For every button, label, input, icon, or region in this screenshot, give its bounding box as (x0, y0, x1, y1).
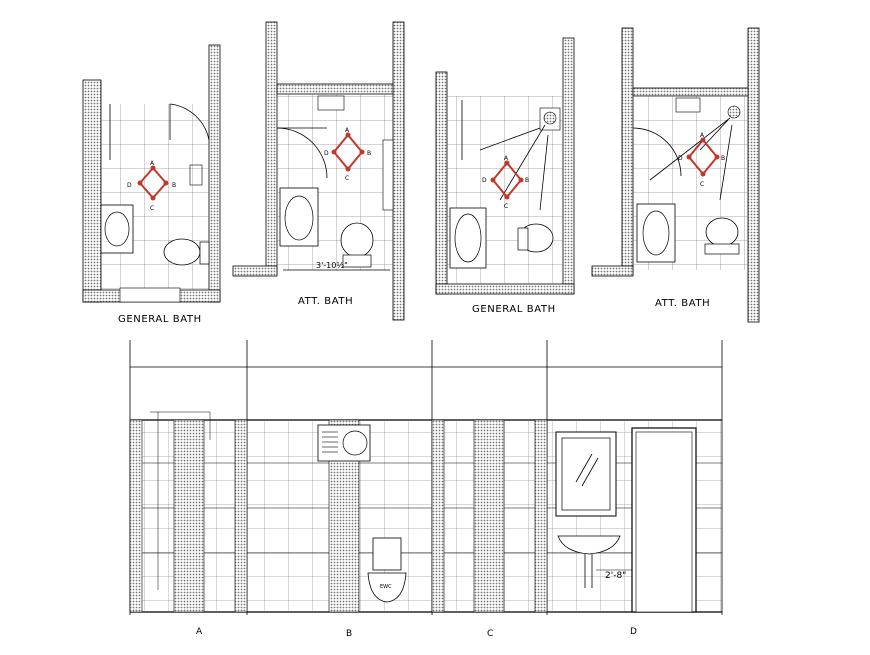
plan2-point-b: B (367, 150, 371, 157)
plan2-dimension: 3'-10½" (316, 261, 348, 270)
elevation-label-d: D (630, 627, 637, 637)
plan4-point-d: D (678, 155, 683, 162)
elevation-d-dimension: 2'-8" (605, 571, 626, 581)
plan-general-bath-2: A B C D GENERAL BATH (435, 37, 575, 315)
plan3-point-b: B (525, 177, 529, 184)
plan1-label: GENERAL BATH (118, 314, 202, 325)
elevation-label-b: B (346, 629, 352, 639)
plan1-point-c: C (150, 205, 154, 212)
plan4-label: ATT. BATH (655, 298, 710, 309)
plan2-label: ATT. BATH (298, 296, 353, 307)
plan3-label: GENERAL BATH (472, 304, 556, 315)
plan4-point-c: C (700, 181, 704, 188)
elevation-label-a: A (196, 627, 203, 637)
plan-att-bath-1: A B C D 3'-10½" ATT. BATH (232, 21, 405, 321)
plan4-point-a: A (700, 132, 705, 139)
plan1-point-a: A (150, 160, 155, 167)
plan3-point-a: A (504, 155, 509, 162)
wc-tag: EWC (380, 584, 392, 590)
plan1-point-b: B (172, 182, 176, 189)
elevations: EWC 2'-8" A B C D (129, 340, 723, 639)
plan2-point-c: C (345, 175, 349, 182)
elevation-label-c: C (487, 629, 493, 639)
plan-general-bath-1: A B C D GENERAL BATH (82, 44, 221, 325)
plan2-point-d: D (324, 150, 329, 157)
plan4-point-b: B (721, 155, 725, 162)
plan3-point-d: D (482, 177, 487, 184)
plan1-point-d: D (127, 182, 132, 189)
plan-att-bath-2: A B C D ATT. BATH (591, 27, 760, 323)
plan2-point-a: A (345, 127, 350, 134)
plan3-point-c: C (504, 203, 508, 210)
